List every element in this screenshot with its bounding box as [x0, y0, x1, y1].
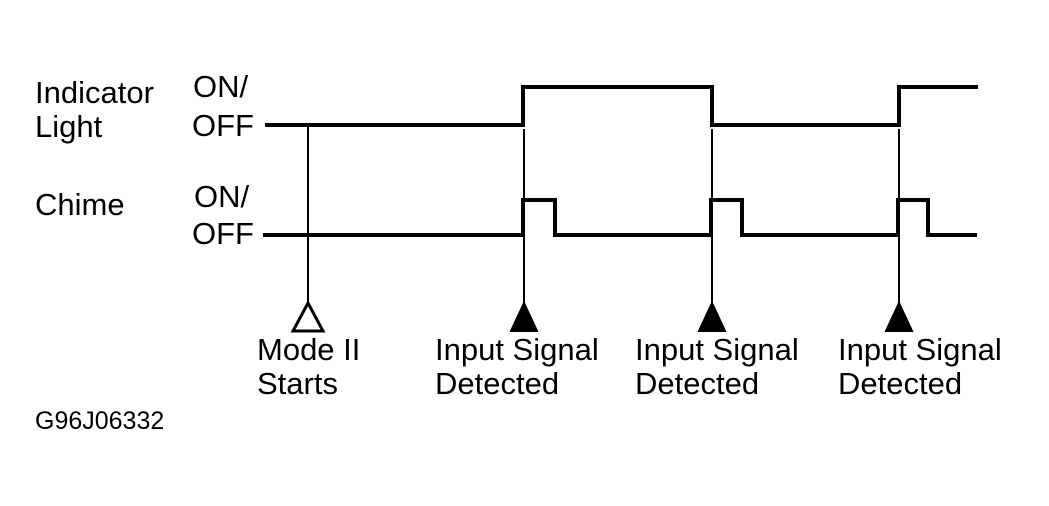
indicator-off-label: OFF	[192, 108, 254, 143]
row-label-indicator-line1: Indicator	[35, 75, 154, 110]
event-label-1-line2: Detected	[435, 366, 560, 401]
event-label-2-line1: Input Signal	[635, 332, 799, 367]
chime-on-label: ON/	[194, 179, 250, 214]
event-label-3-line2: Detected	[838, 366, 963, 401]
event-label-0-line1: Mode II	[257, 332, 361, 367]
chime-off-label: OFF	[192, 216, 254, 251]
input-signal-triangle-icon-1	[509, 300, 539, 332]
event-label-0-line2: Starts	[257, 366, 338, 401]
indicator-light-waveform	[265, 85, 978, 127]
row-label-indicator-light: Indicator Light	[35, 76, 154, 144]
event-label-2-line2: Detected	[635, 366, 760, 401]
input-signal-triangle-icon-3	[884, 300, 914, 332]
mode-ii-start-triangle-icon	[290, 299, 326, 333]
row-label-chime: Chime	[35, 187, 125, 222]
indicator-on-label: ON/	[193, 69, 249, 104]
event-label-1-line1: Input Signal	[435, 332, 599, 367]
row-label-indicator-line2: Light	[35, 109, 103, 144]
figure-code: G96J06332	[35, 407, 165, 435]
input-signal-triangle-icon-2	[697, 300, 727, 332]
chime-waveform	[263, 198, 977, 237]
event-label-3-line1: Input Signal	[838, 332, 1002, 367]
